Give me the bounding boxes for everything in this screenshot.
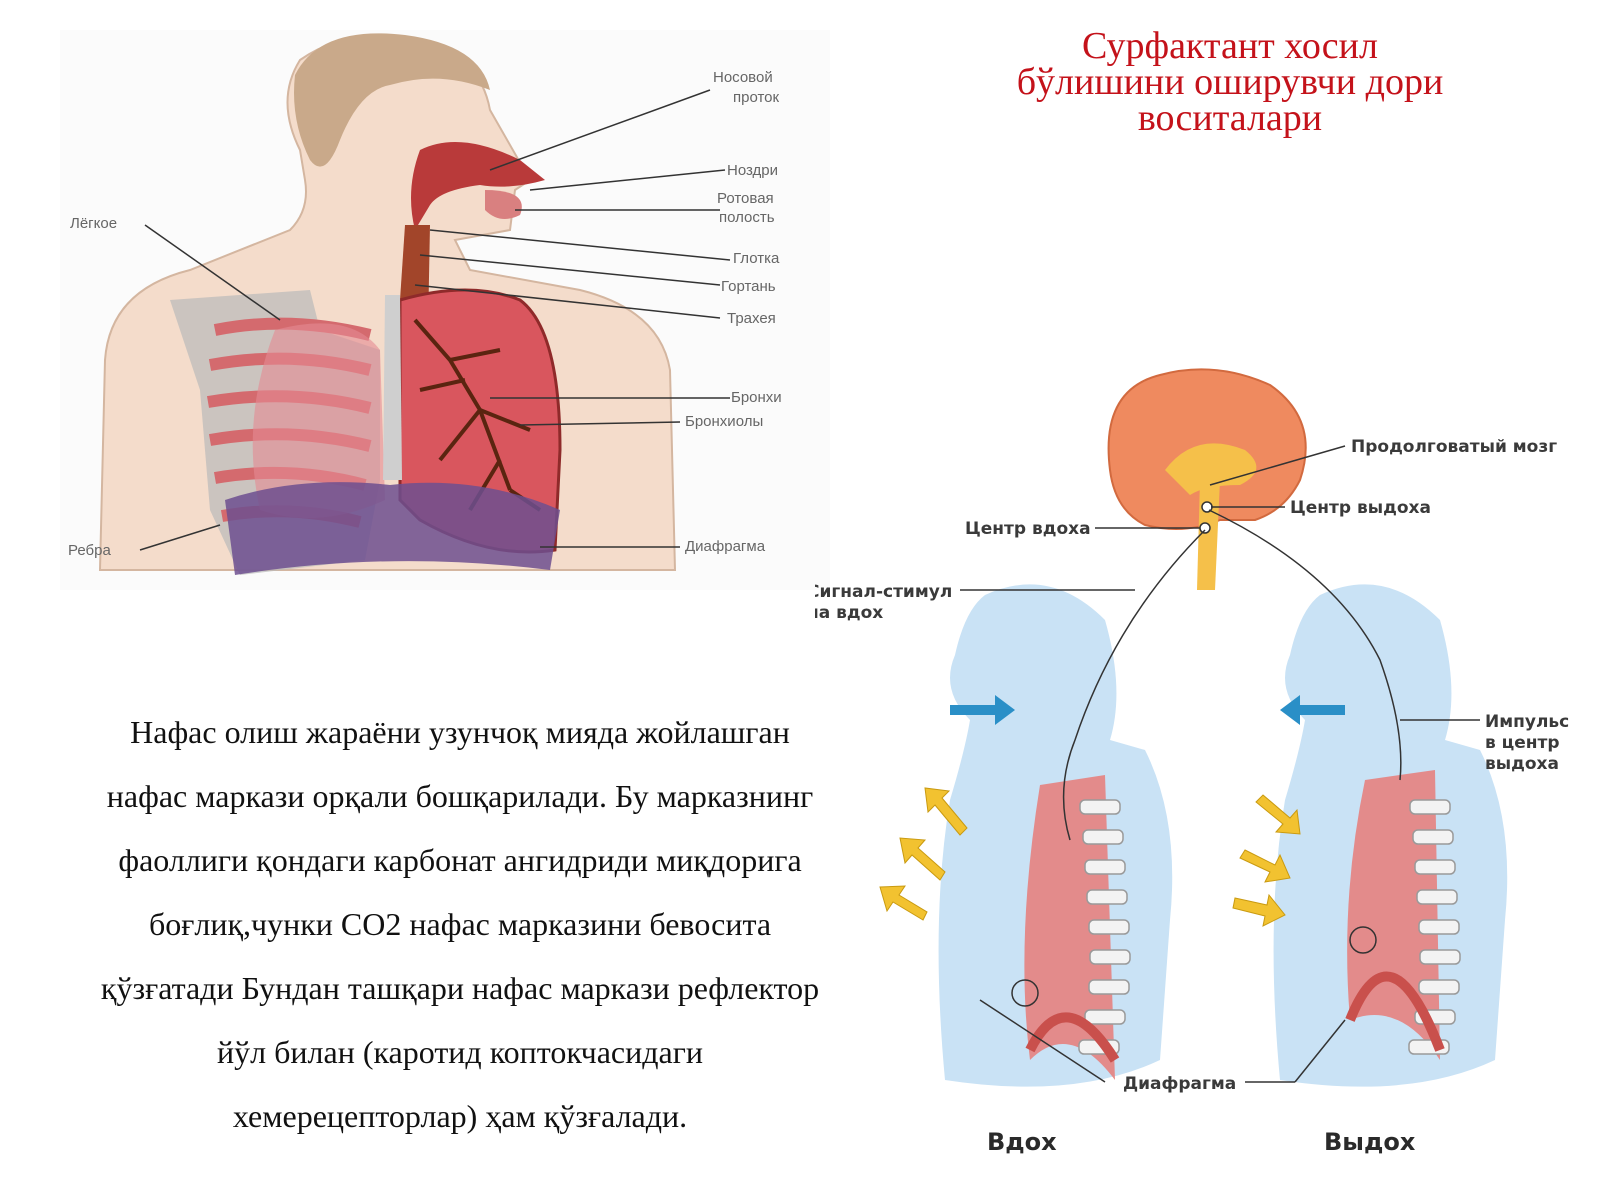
breathing-regulation-diagram: Продолговатый мозг Центр выдоха Центр вд… bbox=[815, 368, 1569, 1156]
nerve-to-inhale bbox=[1062, 529, 1206, 841]
paragraph-line: нафас маркази орқали бошқарилади. Бу мар… bbox=[106, 778, 814, 814]
label-ribs: Ребра bbox=[68, 542, 111, 559]
label-inhale-center: Центр вдоха bbox=[965, 519, 1091, 539]
label-bronchioles: Бронхиолы bbox=[685, 413, 763, 430]
paragraph-line: боғлиқ,чунки CO2 нафас марказини бевосит… bbox=[148, 906, 772, 942]
diaphragm-marker-exhale bbox=[1349, 926, 1377, 954]
label-pharynx: Глотка bbox=[733, 250, 780, 267]
bronchial-tree bbox=[413, 318, 542, 512]
label-bronchi: Бронхи bbox=[731, 389, 782, 406]
rib-contraction-arrows bbox=[1232, 794, 1301, 927]
label-impulse-2: в центр bbox=[1485, 733, 1560, 753]
title-line-2: бўлишини оширувчи дори bbox=[1016, 61, 1444, 103]
nerve-to-exhale bbox=[1208, 509, 1402, 781]
label-nasal-2: проток bbox=[733, 89, 780, 106]
label-lung: Лёгкое bbox=[70, 215, 117, 232]
diaphragm-exhale bbox=[1345, 971, 1445, 1052]
chest-inhale bbox=[1024, 775, 1115, 1080]
paragraph-line: йўл билан (каротид коптокчасидаги bbox=[217, 1034, 703, 1070]
lung-left bbox=[252, 323, 385, 518]
paragraph-line: Нафас олиш жараёни узунчоқ мияда жойлашг… bbox=[130, 714, 790, 750]
label-oral-1: Ротовая bbox=[717, 190, 774, 207]
diaphragm-inhale bbox=[1025, 1012, 1120, 1063]
brain-inner bbox=[1165, 443, 1257, 495]
paragraph-line: қўзғатади Бундан ташқари нафас маркази р… bbox=[100, 970, 820, 1006]
paragraph-line: фаоллиги қондаги карбонат ангидриди миқд… bbox=[118, 842, 802, 878]
label-diaphragm-breath: Диафрагма bbox=[1123, 1074, 1236, 1094]
rib-expansion-arrows bbox=[879, 787, 968, 921]
paragraph-line: хемерецепторлар) ҳам қўзғалади. bbox=[232, 1098, 688, 1134]
label-exhale-center: Центр выдоха bbox=[1290, 498, 1431, 518]
label-oral-2: полость bbox=[719, 209, 775, 226]
diaphragm-shape bbox=[225, 482, 560, 575]
label-trachea: Трахея bbox=[727, 310, 776, 327]
label-signal-1: Сигнал-стимул bbox=[815, 582, 952, 602]
nasal-cavity bbox=[411, 142, 545, 230]
body-paragraph: Нафас олиш жараёни узунчоқ мияда жойлашг… bbox=[40, 700, 880, 1148]
respiratory-system-illustration: Носовой проток Ноздри Ротовая полость Гл… bbox=[60, 30, 830, 590]
label-signal-2: на вдох bbox=[815, 603, 883, 623]
diaphragm-marker-inhale bbox=[1011, 979, 1039, 1007]
title-line-1: Сурфактант хосил bbox=[1082, 25, 1378, 67]
label-nasal-1: Носовой bbox=[713, 69, 773, 86]
title-line-3: воситалари bbox=[1137, 97, 1323, 139]
label-larynx: Гортань bbox=[721, 278, 776, 295]
air-out-arrow-icon bbox=[1280, 695, 1345, 725]
label-impulse-1: Импульс bbox=[1485, 712, 1569, 732]
label-diaphragm: Диафрагма bbox=[685, 538, 766, 555]
inhale-center-node bbox=[1199, 522, 1211, 534]
air-in-arrow-icon bbox=[950, 695, 1015, 725]
label-exhale: Выдох bbox=[1324, 1128, 1416, 1156]
hair bbox=[294, 33, 490, 167]
label-medulla: Продолговатый мозг bbox=[1351, 437, 1557, 457]
label-nostrils: Ноздри bbox=[727, 162, 778, 179]
label-impulse-3: выдоха bbox=[1485, 754, 1559, 774]
sternum bbox=[383, 295, 402, 480]
page-title: Сурфактант хосил бўлишини оширувчи дори … bbox=[960, 25, 1500, 139]
oral-cavity bbox=[485, 190, 522, 219]
label-inhale: Вдох bbox=[987, 1128, 1057, 1156]
